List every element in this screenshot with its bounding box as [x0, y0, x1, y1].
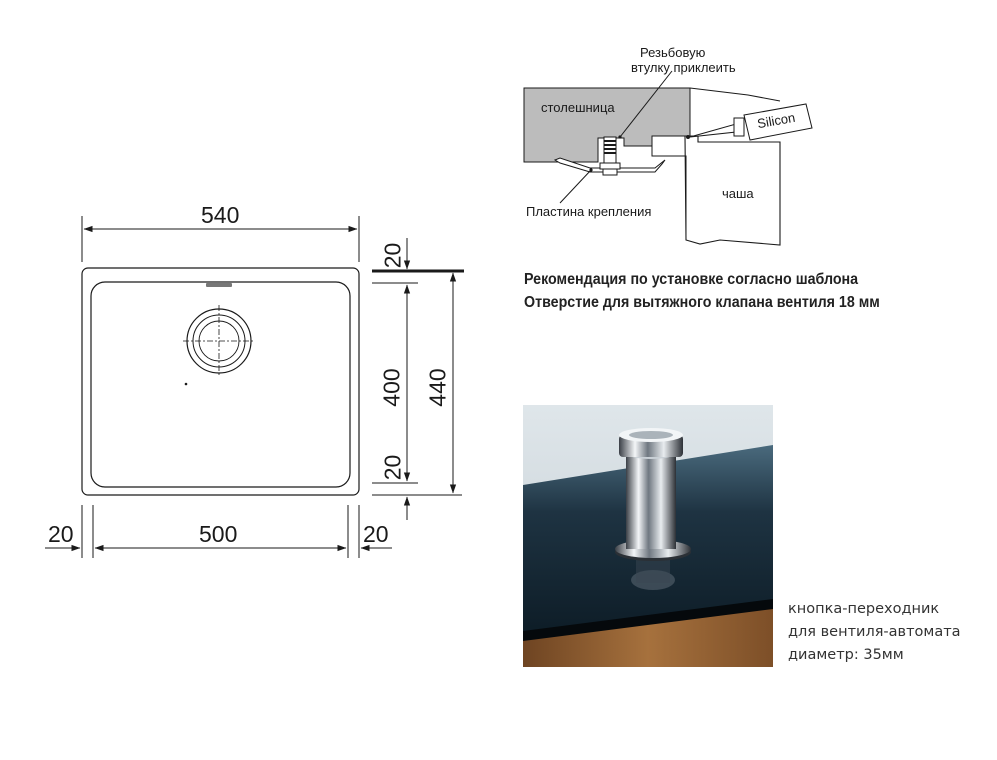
photo-caption: кнопка-переходник для вентиля-автомата д…	[788, 598, 961, 667]
label-thread-line1: Резьбовую	[640, 45, 706, 60]
caption-line-1: кнопка-переходник	[788, 601, 940, 617]
dim-label-500: 500	[199, 521, 238, 547]
overflow-slot	[206, 283, 232, 287]
label-mounting-plate: Пластина крепления	[526, 204, 652, 219]
cross-section	[523, 70, 813, 246]
adapter-button-photo	[523, 405, 773, 667]
dim-label-right-20: 20	[363, 521, 389, 547]
dim-label-440: 440	[424, 368, 451, 407]
caption-line-2: для вентиля-автомата	[788, 624, 961, 640]
dim-label-400: 400	[378, 368, 405, 407]
caption-line-3: диаметр: 35мм	[788, 647, 904, 663]
recommendation-line-1: Рекомендация по установке согласно шабло…	[524, 271, 859, 288]
label-bowl: чаша	[722, 186, 754, 201]
recommendation-line-2: Отверстие для вытяжного клапана вентиля …	[524, 294, 880, 311]
label-countertop: столешница	[541, 100, 615, 115]
dim-line-500	[45, 505, 392, 558]
dim-label-top-20: 20	[379, 242, 406, 269]
mounting-plate	[553, 157, 666, 173]
tap-mark-dot	[184, 382, 188, 386]
threaded-bushing	[599, 136, 621, 176]
label-thread-line2: втулку приклеить	[631, 60, 736, 75]
dim-label-left-20: 20	[48, 521, 74, 547]
drain-symbol	[183, 305, 255, 377]
installation-recommendation: Рекомендация по установке согласно шабло…	[524, 268, 880, 314]
bowl-section	[684, 135, 781, 246]
silicon-tube	[686, 103, 813, 141]
dim-line-vertical	[372, 238, 464, 520]
sink-outer-outline	[81, 267, 360, 496]
sink-bowl-outline	[90, 281, 351, 488]
dim-label-bottom-20: 20	[379, 454, 406, 481]
dim-label-540: 540	[201, 202, 240, 228]
dim-line-540	[81, 216, 360, 262]
